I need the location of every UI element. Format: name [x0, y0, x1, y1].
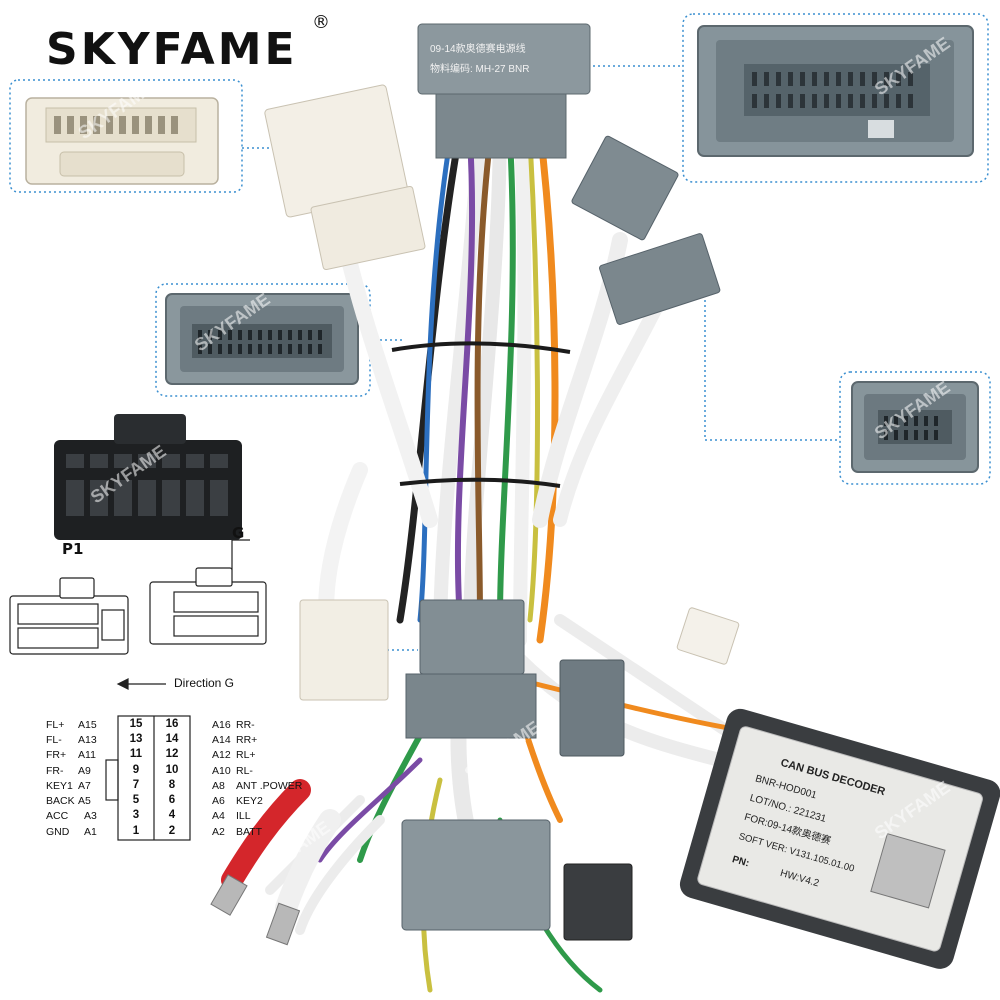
pin-number: 2	[168, 825, 176, 837]
pin-number: 16	[165, 718, 179, 730]
pin-name-right: BATT	[236, 826, 263, 838]
pin-name-right: RR+	[236, 734, 258, 746]
direction-label: Direction G	[174, 676, 235, 690]
pin-code-left: A9	[78, 765, 91, 777]
pin-name-left: FL+	[46, 719, 65, 731]
pin-name-right: RL-	[236, 765, 253, 777]
watermark-9: SKYFAME	[621, 497, 704, 563]
pin-code-left: A5	[78, 795, 91, 807]
brand-logo: SKYFAME	[46, 24, 298, 75]
pin-name-left: GND	[46, 826, 70, 838]
pin-name-left: KEY1	[46, 780, 73, 792]
pin-number: 15	[129, 718, 143, 730]
direction-arrow	[116, 678, 166, 690]
decoder-pn: PN:	[731, 854, 751, 869]
trademark-symbol: ®	[312, 12, 330, 33]
pin-name-right: RR-	[236, 719, 255, 731]
pin-code-left: A7	[78, 780, 91, 792]
pin-code-left: A3	[84, 810, 97, 822]
pin-number: 14	[165, 733, 179, 745]
inset-grey-connector-mid	[165, 293, 359, 385]
pin-number: 9	[132, 764, 140, 776]
pin-number: 1	[132, 825, 140, 837]
pin-name-left: BACK	[46, 795, 75, 807]
inset-grey-connector-small	[851, 381, 979, 473]
pin-number: 6	[168, 794, 176, 806]
pin-code-left: A15	[78, 719, 97, 731]
pin-code-right: A6	[212, 795, 225, 807]
pin-name-left: ACC	[46, 810, 69, 822]
pin-code-right: A10	[212, 765, 231, 777]
harness-label-line1: 09-14款奥德赛电源线	[430, 42, 526, 55]
pin-number: 13	[129, 733, 143, 745]
pin-code-left: A1	[84, 826, 97, 838]
pin-number: 4	[168, 809, 176, 821]
pin-code-right: A8	[212, 780, 225, 792]
can-decoder-box	[679, 708, 1000, 969]
pin-number: 7	[132, 779, 140, 791]
harness-label-line2: 物料编码: MH-27 BNR	[430, 62, 529, 75]
pin-code-left: A11	[78, 749, 96, 761]
harness-label: 09-14款奥德赛电源线 物料编码: MH-27 BNR	[430, 42, 529, 75]
pin-code-right: A12	[212, 749, 231, 761]
pin-code-right: A14	[212, 734, 231, 746]
cable-ties	[391, 341, 571, 488]
label-g: G	[232, 524, 245, 542]
pin-number: 5	[132, 794, 140, 806]
pin-name-right: ILL	[236, 810, 251, 822]
pin-name-left: FL-	[46, 734, 62, 746]
pin-code-right: A2	[212, 826, 225, 838]
pin-number: 10	[165, 764, 179, 776]
pin-name-right: KEY2	[236, 795, 263, 807]
pin-number: 3	[132, 809, 140, 821]
pin-name-right: ANT .POWER	[236, 780, 303, 792]
inset-grey-connector-large	[697, 25, 974, 157]
rca-plugs	[210, 779, 341, 946]
pin-code-right: A16	[212, 719, 231, 731]
pin-name-left: FR-	[46, 765, 64, 777]
label-p1: P1	[62, 540, 84, 558]
connector-line-drawings	[9, 539, 267, 655]
pin-number: 12	[165, 748, 179, 760]
pin-name-right: RL+	[236, 749, 256, 761]
pinout-frame	[105, 715, 191, 841]
pin-number: 11	[129, 748, 143, 760]
pin-number: 8	[168, 779, 176, 791]
pin-name-left: FR+	[46, 749, 67, 761]
pin-code-right: A4	[212, 810, 225, 822]
harness-connectors	[264, 23, 740, 941]
black-iso-connector	[54, 414, 242, 540]
inset-white-connector	[25, 97, 219, 185]
pin-code-left: A13	[78, 734, 97, 746]
